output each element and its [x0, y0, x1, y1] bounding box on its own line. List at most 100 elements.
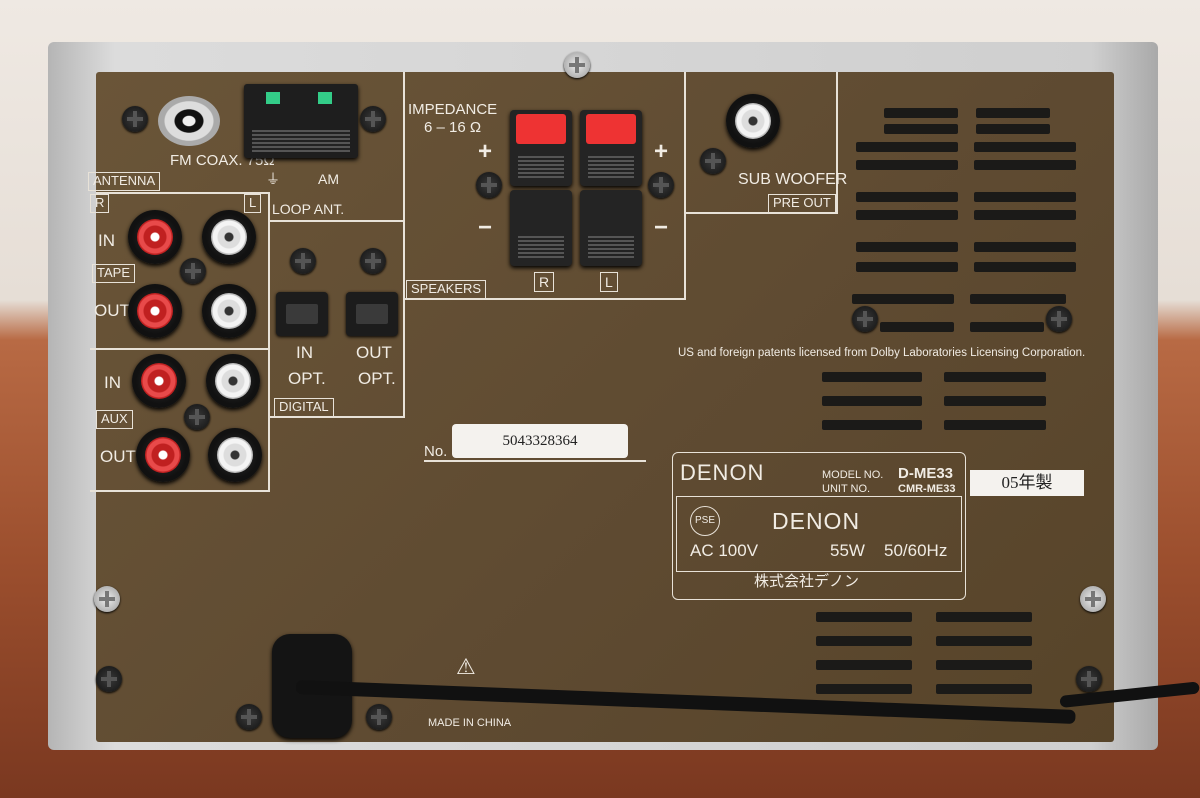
left-side-screw	[94, 586, 120, 612]
vent-slot	[856, 160, 958, 170]
speaker-r-plus-terminal[interactable]	[510, 110, 572, 186]
vent-slot	[974, 210, 1076, 220]
panel-screw	[700, 148, 726, 174]
aux-in-label: IN	[104, 373, 121, 392]
aux-out-r-jack[interactable]	[136, 428, 190, 482]
vent-slot	[822, 396, 922, 406]
vent-slot	[816, 636, 912, 646]
vent-slot	[944, 396, 1046, 406]
subwoofer-pre-out-jack[interactable]	[726, 94, 780, 148]
panel-screw	[96, 666, 122, 692]
rating-inner-box	[676, 496, 962, 572]
vent-slot	[816, 660, 912, 670]
vent-slot	[944, 372, 1046, 382]
vent-slot	[880, 322, 954, 332]
vent-slot	[856, 210, 958, 220]
speaker-r-minus-label: −	[478, 214, 493, 241]
antenna-label: ANTENNA	[88, 172, 161, 191]
tape-label: TAPE	[92, 264, 135, 283]
divider	[686, 212, 838, 214]
panel-screw	[476, 172, 502, 198]
panel-screw	[648, 172, 674, 198]
digital-out-label: OUT	[356, 343, 392, 362]
vent-slot	[884, 124, 958, 134]
frequency-label: 50/60Hz	[884, 541, 948, 560]
divider	[836, 72, 838, 214]
fm-coax-jack[interactable]	[158, 96, 220, 146]
divider	[90, 348, 268, 350]
power-label: 55W	[830, 541, 865, 560]
digital-in-optical-jack[interactable]	[276, 292, 328, 336]
digital-out-optical-jack[interactable]	[346, 292, 398, 336]
tape-in-r-jack[interactable]	[128, 210, 182, 264]
speaker-l-plus-terminal[interactable]	[580, 110, 642, 186]
panel-screw	[1076, 666, 1102, 692]
vent-slot	[822, 420, 922, 430]
panel-screw	[184, 404, 210, 430]
rating-brand-2: DENON	[772, 508, 861, 534]
unit-no-label: UNIT NO.	[822, 483, 871, 495]
panel-screw	[290, 248, 316, 274]
aux-out-label: OUT	[100, 447, 136, 466]
terminal-indicator	[318, 92, 332, 104]
panel-screw	[1046, 306, 1072, 332]
am-label: AM	[318, 171, 339, 187]
year-sticker: 05年製	[970, 470, 1084, 496]
speaker-l-label: L	[600, 272, 618, 293]
tape-out-l-jack[interactable]	[202, 284, 256, 338]
vent-slot	[856, 192, 958, 202]
vent-slot	[974, 160, 1076, 170]
vent-slot	[974, 262, 1076, 272]
tape-out-label: OUT	[94, 301, 130, 320]
aux-in-l-jack[interactable]	[206, 354, 260, 408]
serial-no-label: No.	[424, 443, 448, 460]
channel-l-label: L	[244, 194, 262, 213]
digital-out-opt-label: OPT.	[358, 369, 396, 388]
tape-out-r-jack[interactable]	[128, 284, 182, 338]
speaker-l-plus-label: +	[654, 138, 669, 165]
loop-ant-label: LOOP ANT.	[272, 201, 345, 217]
tape-in-l-jack[interactable]	[202, 210, 256, 264]
digital-in-label: IN	[296, 343, 313, 362]
serial-underline	[424, 460, 646, 462]
vent-slot	[944, 420, 1046, 430]
aux-label: AUX	[96, 410, 133, 429]
vent-slot	[936, 684, 1032, 694]
aux-out-l-jack[interactable]	[208, 428, 262, 482]
speakers-label: SPEAKERS	[406, 280, 487, 299]
subwoofer-label: SUB WOOFER	[738, 171, 848, 188]
impedance-label: IMPEDANCE	[408, 101, 498, 118]
divider	[268, 220, 404, 222]
model-no-label: MODEL NO.	[822, 469, 884, 481]
terminal-indicator	[266, 92, 280, 104]
serial-number-sticker: 5043328364	[452, 424, 628, 458]
speaker-l-minus-label: −	[654, 214, 669, 241]
panel-screw	[360, 248, 386, 274]
impedance-range: 6 – 16 Ω	[424, 119, 482, 136]
pse-mark-icon: PSE	[690, 506, 720, 536]
vent-slot	[816, 612, 912, 622]
rating-plate	[672, 452, 966, 600]
speaker-r-minus-terminal[interactable]	[510, 190, 572, 266]
top-screw	[564, 52, 590, 78]
speaker-l-minus-terminal[interactable]	[580, 190, 642, 266]
tape-in-label: IN	[98, 231, 115, 250]
vent-slot	[852, 294, 954, 304]
divider	[684, 72, 686, 300]
patent-text: US and foreign patents licensed from Dol…	[678, 347, 1086, 359]
panel-screw	[852, 306, 878, 332]
divider	[268, 192, 270, 220]
right-side-screw	[1080, 586, 1106, 612]
vent-slot	[936, 612, 1032, 622]
divider	[268, 220, 270, 492]
aux-in-r-jack[interactable]	[132, 354, 186, 408]
vent-slot	[856, 242, 958, 252]
maker-label: 株式会社デノン	[754, 573, 860, 590]
panel-screw	[236, 704, 262, 730]
unit-no-value: CMR-ME33	[898, 483, 956, 495]
rating-brand: DENON	[680, 460, 765, 485]
loop-antenna-terminal[interactable]	[244, 84, 358, 158]
divider	[90, 490, 270, 492]
warning-triangle-icon: ⚠	[456, 654, 476, 679]
made-in-label: MADE IN CHINA	[428, 717, 512, 729]
